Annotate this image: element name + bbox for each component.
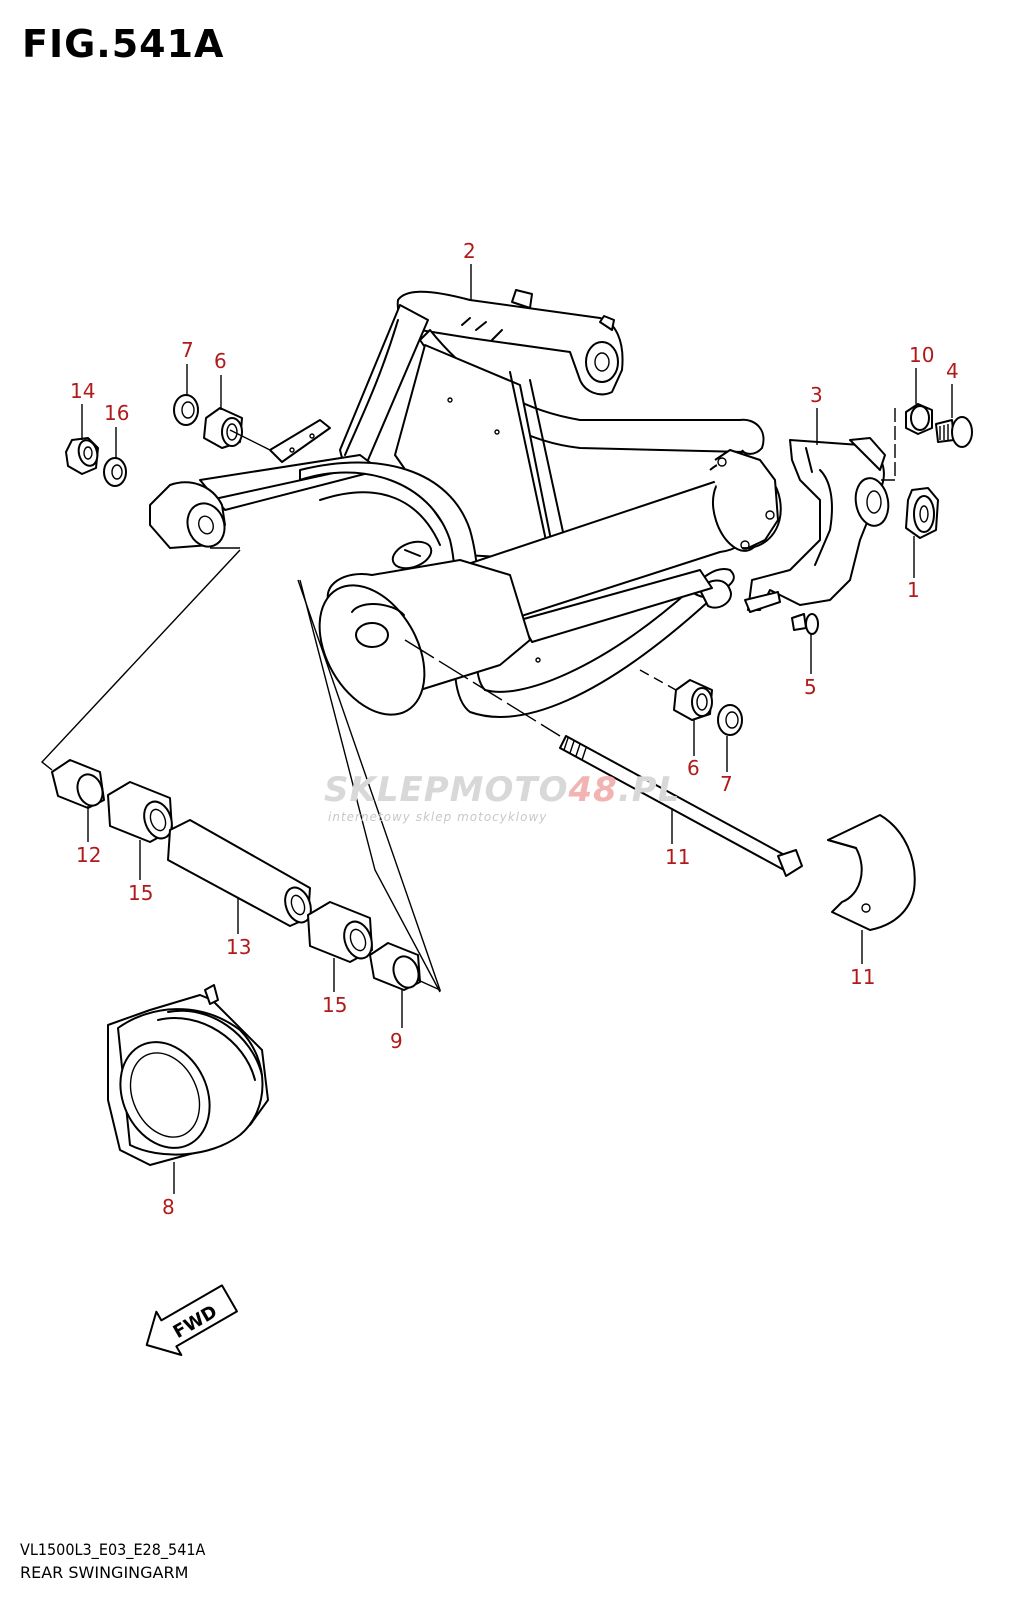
callout-14: 14	[70, 379, 95, 403]
part-7-ring-upper	[173, 394, 199, 426]
callout-7-lower: 7	[720, 772, 733, 796]
callout-5: 5	[804, 675, 817, 699]
part-4-bolt	[935, 416, 973, 448]
callout-6-lower: 6	[687, 756, 700, 780]
part-11-collar-left	[51, 759, 105, 809]
part-15-bearing-left	[107, 781, 173, 843]
callout-11-right: 9	[390, 1029, 403, 1053]
left-pivot-boss	[149, 481, 226, 549]
watermark-brand-accent: 48	[568, 770, 618, 810]
part-1-nut	[905, 487, 939, 539]
callout-10: 11	[850, 965, 875, 989]
swingarm-frame	[199, 289, 782, 718]
callout-15-right: 15	[322, 993, 347, 1017]
part-10-cover	[827, 814, 916, 931]
callout-6-upper: 6	[214, 349, 227, 373]
callout-4: 4	[946, 359, 959, 383]
model-code: VL1500L3_E03_E28_541A	[20, 1540, 206, 1559]
section-name: REAR SWINGINGARM	[20, 1563, 189, 1582]
callout-7-upper: 7	[181, 338, 194, 362]
watermark-tagline: internetowy sklep motocyklowy	[328, 810, 548, 824]
fwd-arrow: FWD	[145, 1284, 238, 1357]
callout-15-left: 15	[128, 881, 153, 905]
part-6-bearing-lower	[673, 679, 713, 721]
callout-1: 1	[907, 578, 920, 602]
part-3-bracket	[744, 437, 890, 613]
part-9-pivot-shaft	[559, 735, 803, 877]
callout-12: 13	[226, 935, 251, 959]
callout-11-left: 12	[76, 843, 101, 867]
figure-title: FIG.541A	[22, 22, 225, 66]
part-15-bearing-right	[307, 901, 373, 963]
part-7-ring-lower	[717, 704, 743, 736]
callout-16: 16	[104, 401, 129, 425]
watermark-brand-left: SKLEPMOTO	[324, 770, 569, 810]
part-12-spacer	[167, 819, 312, 927]
callout-9: 11	[665, 845, 690, 869]
part-8-collar	[905, 403, 933, 435]
callout-3: 3	[810, 383, 823, 407]
part-6-bearing-upper	[203, 407, 243, 449]
callout-13: 8	[162, 1195, 175, 1219]
part-13-boot	[107, 984, 269, 1166]
part-5-screw	[791, 613, 819, 635]
watermark-brand: SKLEPMOTO48.PL	[324, 770, 680, 810]
watermark-brand-right: .PL	[617, 770, 681, 810]
part-16-washer	[103, 457, 127, 487]
part-11-collar-right	[369, 942, 421, 991]
callout-labels: 2 7 6 14 16 3 10 4 1 5 6 7 11 11 12 15 1…	[70, 239, 959, 1219]
callout-2: 2	[463, 239, 476, 263]
callout-8: 10	[909, 343, 934, 367]
part-14-nut	[65, 437, 99, 475]
